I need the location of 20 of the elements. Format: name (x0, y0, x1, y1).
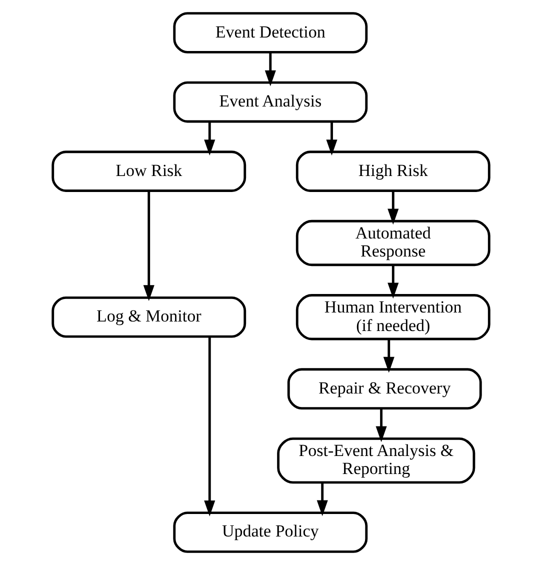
arrow (326, 122, 338, 156)
arrow (204, 122, 216, 156)
node-box: Update Policy (173, 512, 368, 553)
node-box: Human Intervention (if needed) (296, 294, 490, 340)
arrow (388, 190, 399, 225)
node-box: Event Analysis (173, 81, 368, 123)
node-box: Event Detection (173, 12, 368, 54)
arrow (316, 482, 328, 516)
node-box: High Risk (296, 150, 490, 192)
node-box: Repair & Recovery (287, 368, 482, 410)
node-box: Log & Monitor (52, 296, 246, 338)
arrow (388, 265, 399, 299)
node-box: Low Risk (52, 150, 246, 192)
arrow (264, 52, 276, 86)
node-box: Automated Response (296, 220, 490, 266)
arrow (376, 408, 387, 442)
arrow (143, 190, 154, 301)
arrow (204, 336, 216, 516)
arrow (383, 339, 394, 373)
node-box: Post-Event Analysis & Reporting (277, 437, 476, 484)
